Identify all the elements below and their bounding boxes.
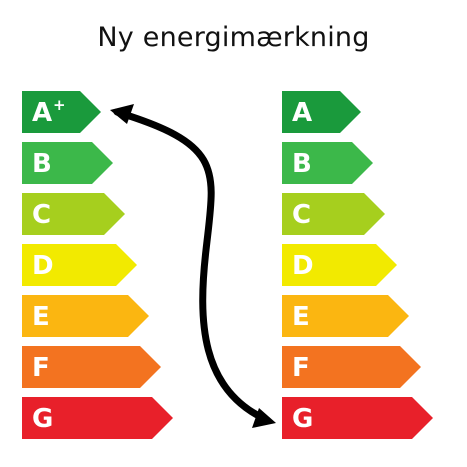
new-bar-label: D bbox=[292, 251, 314, 281]
new-bar-label: C bbox=[292, 200, 311, 230]
old-bar-d bbox=[22, 244, 137, 286]
new-bar-d bbox=[282, 244, 397, 286]
arrow-head-bottom-icon bbox=[252, 408, 276, 428]
new-bar-label: B bbox=[292, 149, 312, 179]
old-bar-label: C bbox=[32, 200, 51, 230]
new-bar-f bbox=[282, 346, 421, 388]
new-bar-label: F bbox=[292, 353, 310, 383]
old-bar-b bbox=[22, 142, 113, 184]
old-bar-g bbox=[22, 397, 173, 439]
new-bar-label: A bbox=[292, 98, 312, 128]
old-bar-label: F bbox=[32, 353, 50, 383]
old-bar-label: D bbox=[32, 251, 54, 281]
page-title: Ny energimærkning bbox=[97, 22, 370, 53]
old-bar-e bbox=[22, 295, 149, 337]
old-bar-superscript: + bbox=[53, 96, 66, 114]
old-bar-f bbox=[22, 346, 161, 388]
new-bar-b bbox=[282, 142, 373, 184]
new-bar-c bbox=[282, 193, 385, 235]
new-bar-label: E bbox=[292, 302, 310, 332]
old-bar-label: E bbox=[32, 302, 50, 332]
old-bar-label: B bbox=[32, 149, 52, 179]
new-bar-a bbox=[282, 91, 361, 133]
new-bar-label: G bbox=[292, 404, 313, 434]
arrow-head-top-icon bbox=[110, 104, 134, 124]
double-headed-arrow-icon bbox=[113, 108, 271, 424]
old-bar-label: A bbox=[32, 98, 52, 128]
old-bar-a bbox=[22, 91, 101, 133]
old-bar-label: G bbox=[32, 404, 53, 434]
new-bar-e bbox=[282, 295, 409, 337]
old-bar-c bbox=[22, 193, 125, 235]
new-bar-g bbox=[282, 397, 433, 439]
